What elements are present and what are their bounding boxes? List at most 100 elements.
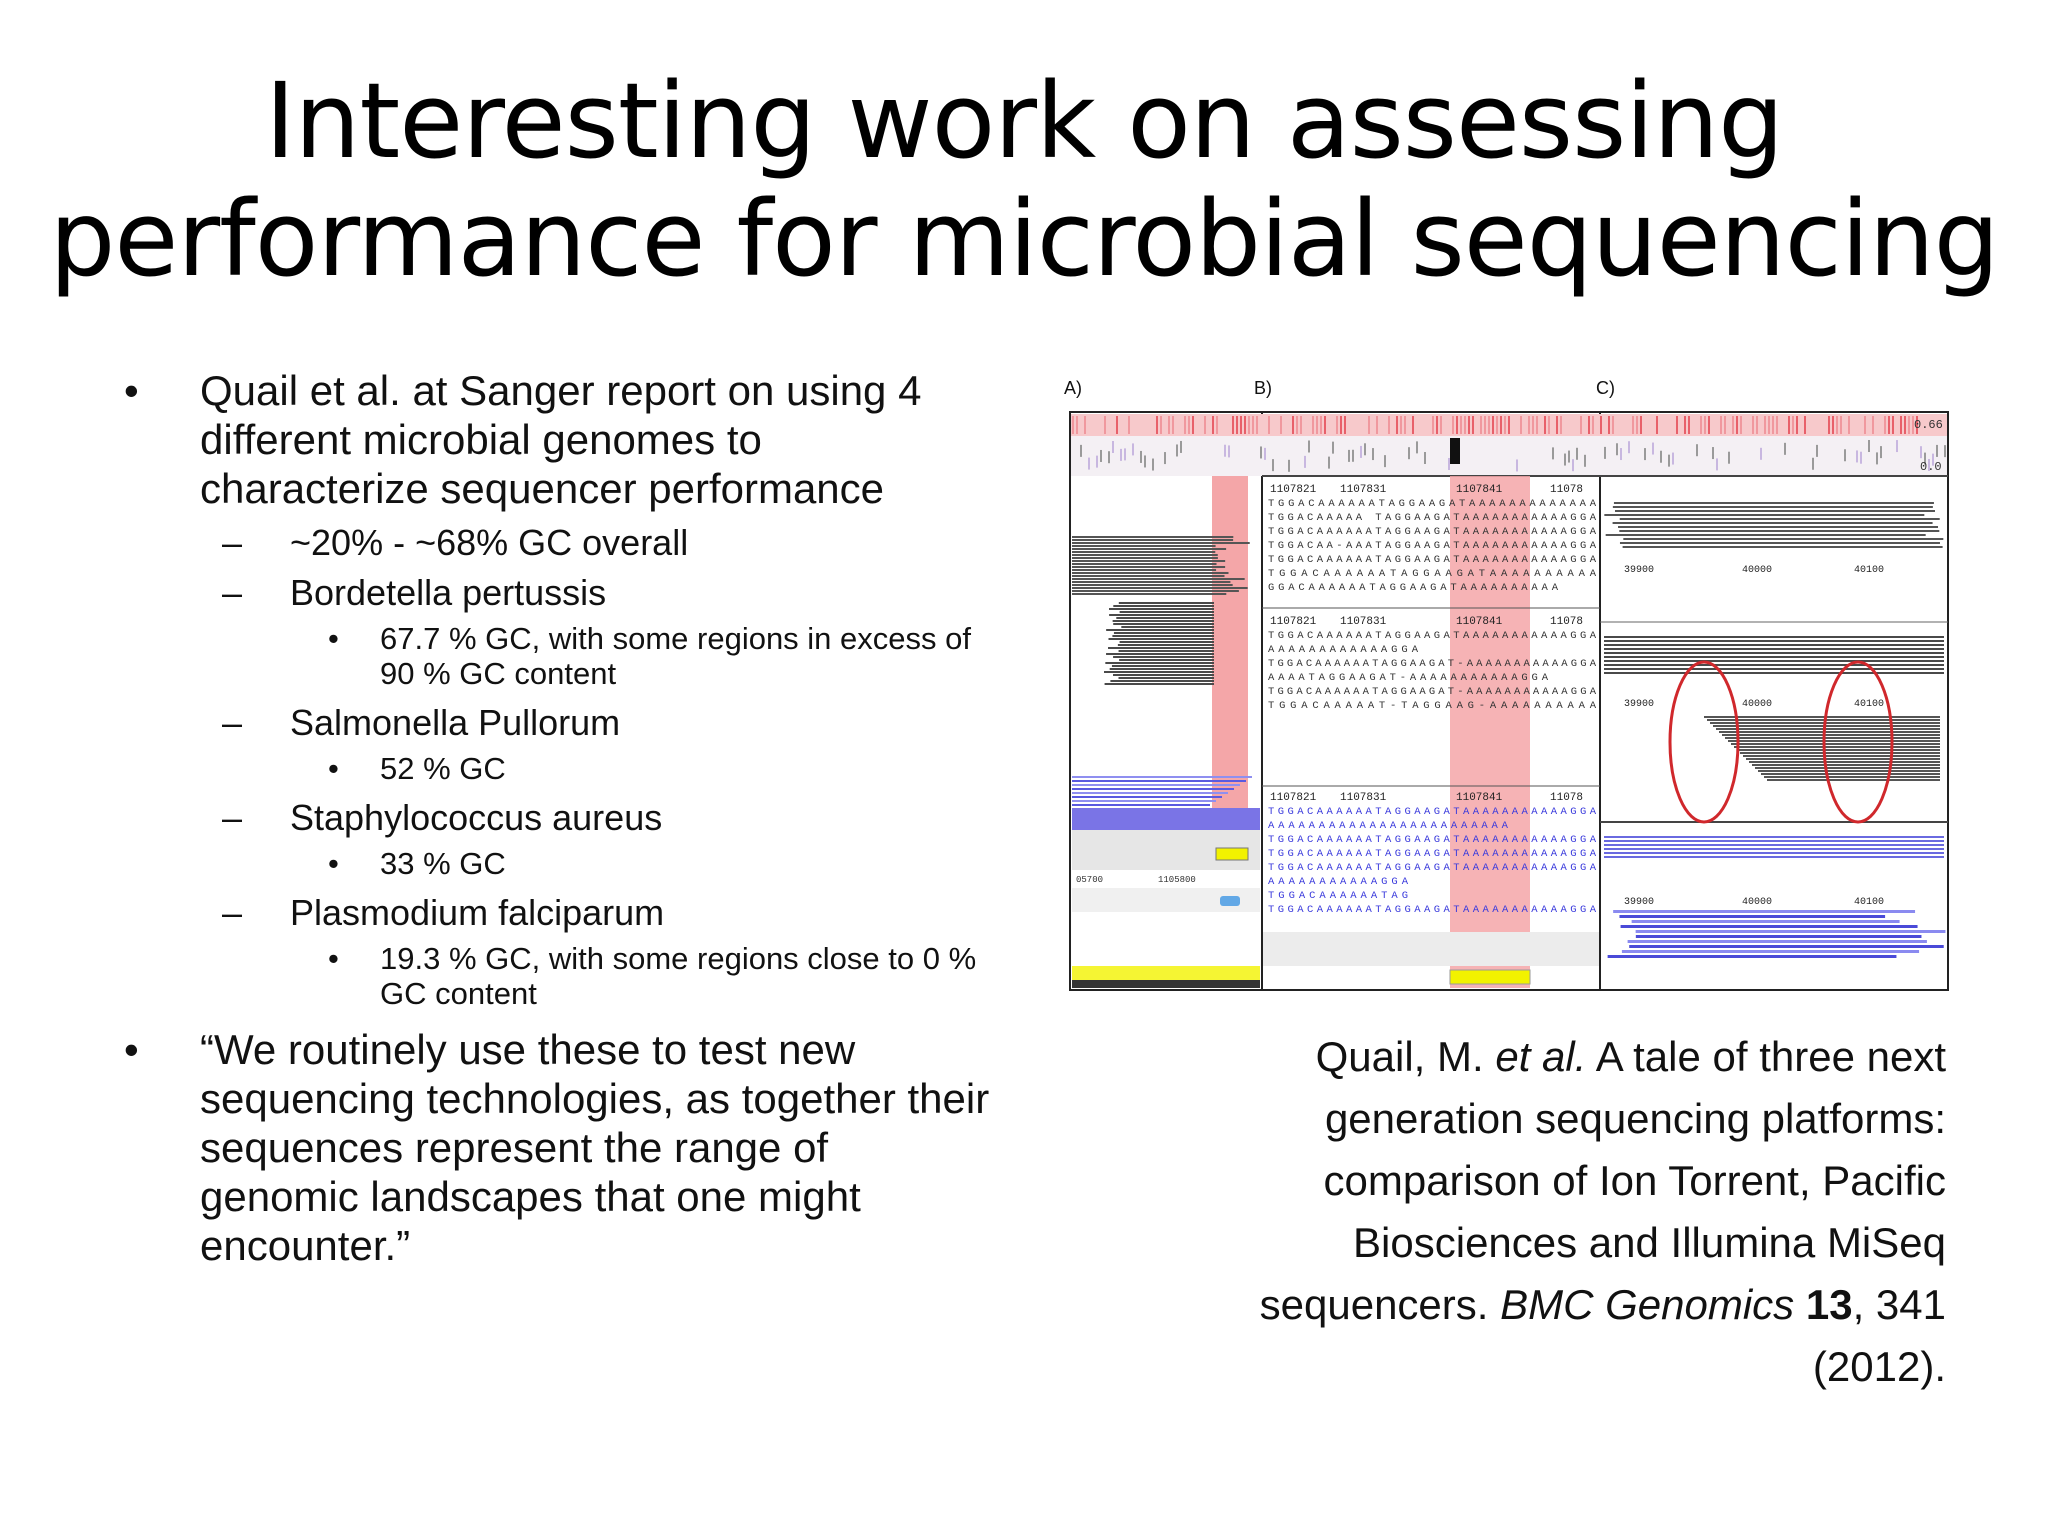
read <box>1767 779 1940 781</box>
coverage-tick <box>1816 444 1818 457</box>
read <box>1108 647 1214 649</box>
read <box>1623 538 1944 540</box>
coverage-tick <box>1656 416 1658 434</box>
coverage-tick <box>1140 450 1142 463</box>
read <box>1072 554 1218 556</box>
coverage-tick <box>1236 416 1238 434</box>
coverage-tick <box>1716 458 1718 471</box>
b-coord-i-2: 1107841 <box>1456 616 1503 628</box>
coverage-tick <box>1732 416 1734 434</box>
bullet-marker: • <box>328 621 339 656</box>
sub-sub-bullet-staph-gc-text: 33 % GC <box>380 846 506 881</box>
read <box>1117 644 1214 646</box>
read <box>1118 677 1214 679</box>
read <box>1604 840 1944 842</box>
read <box>1072 590 1239 592</box>
read <box>1604 672 1944 674</box>
coverage-tick <box>1260 446 1262 459</box>
panel-a-reads <box>1072 536 1252 806</box>
coverage-tick <box>1320 416 1322 434</box>
coverage-tick <box>1560 416 1562 434</box>
coverage-tick <box>1468 416 1470 434</box>
coverage-tick <box>1536 416 1538 434</box>
read <box>1072 578 1245 580</box>
coverage-tick <box>1248 416 1250 434</box>
coverage-tick <box>1888 416 1890 434</box>
b-coord-m-2: 1107841 <box>1456 792 1503 804</box>
read <box>1072 539 1234 541</box>
read <box>1112 635 1214 637</box>
coverage-tick <box>1876 452 1878 465</box>
coverage-tick <box>1164 452 1166 465</box>
coverage-tick <box>1628 441 1630 454</box>
read <box>1072 800 1216 802</box>
coverage-tick <box>1144 455 1146 468</box>
coverage-tick <box>1844 449 1846 462</box>
coverage-tick <box>1616 443 1618 456</box>
coverage-tick <box>1160 416 1162 434</box>
coverage-tick <box>1304 455 1306 468</box>
coverage-tick <box>1884 416 1886 434</box>
coverage-tick <box>1720 416 1722 434</box>
bullet-marker: • <box>328 941 339 976</box>
sub-bullet-salmonella: – Salmonella Pullorum <box>118 701 998 745</box>
coverage-tick <box>1180 440 1182 453</box>
read <box>1635 935 1922 938</box>
coverage-tick <box>1840 416 1842 434</box>
read <box>1072 572 1229 574</box>
read <box>1113 632 1214 634</box>
citation-journal: BMC Genomics <box>1500 1281 1795 1328</box>
bullet-quail: • Quail et al. at Sanger report on using… <box>118 366 998 513</box>
read <box>1619 530 1940 532</box>
coverage-tick <box>1604 446 1606 459</box>
b-coord-p-1: 1107831 <box>1340 484 1387 496</box>
coverage-tick <box>1796 416 1798 434</box>
bullet-quail-text: Quail et al. at Sanger report on using 4… <box>200 367 922 512</box>
read <box>1704 716 1940 718</box>
coverage-tick <box>1564 453 1566 466</box>
citation-etal: et al. <box>1495 1033 1587 1080</box>
sub-bullet-staph-text: Staphylococcus aureus <box>290 797 663 838</box>
coverage-tick <box>1112 441 1114 454</box>
sub-bullet-gc-overall: – ~20% - ~68% GC overall <box>118 521 998 565</box>
coverage-tick <box>1324 416 1326 434</box>
read <box>1719 731 1940 733</box>
coverage-tick <box>1804 416 1806 434</box>
coverage-tick <box>1456 416 1458 434</box>
coverage-tick <box>1568 450 1570 463</box>
read <box>1604 514 1925 516</box>
coverage-tick <box>1636 416 1638 434</box>
read <box>1612 522 1933 524</box>
coverage-tick <box>1704 416 1706 434</box>
read <box>1110 680 1214 682</box>
coverage-tick <box>1632 416 1634 434</box>
coverage-tick <box>1436 416 1438 434</box>
read <box>1612 506 1933 508</box>
coverage-tick <box>1264 447 1266 460</box>
coverage-tick <box>1768 416 1770 434</box>
coverage-tick <box>1396 416 1398 434</box>
b-coord-i-0: 1107821 <box>1270 616 1317 628</box>
coverage-tick <box>1152 458 1154 471</box>
bullet-marker: • <box>328 846 339 881</box>
coverage-tick <box>1308 440 1310 453</box>
panel-a-highlight <box>1212 476 1248 822</box>
read <box>1728 740 1940 742</box>
panel-label-a: A) <box>1064 378 1082 398</box>
coverage-tick <box>1084 416 1086 434</box>
read <box>1072 796 1222 798</box>
coverage-tick <box>1400 416 1402 434</box>
coverage-tick <box>1388 416 1390 434</box>
read <box>1113 674 1214 676</box>
coverage-tick <box>1280 416 1282 434</box>
b-coord-i-1: 1107831 <box>1340 616 1387 628</box>
coverage-tick <box>1432 416 1434 434</box>
read <box>1613 502 1934 504</box>
read <box>1072 575 1225 577</box>
read <box>1112 620 1214 622</box>
coverage-tick <box>1528 416 1530 434</box>
dash-marker: – <box>222 892 243 933</box>
sequence-line: AAAAAAAAAAAAGGA <box>1268 644 1419 656</box>
sub-bullet-gc-overall-text: ~20% - ~68% GC overall <box>290 522 689 563</box>
coverage-tick <box>1896 440 1898 453</box>
